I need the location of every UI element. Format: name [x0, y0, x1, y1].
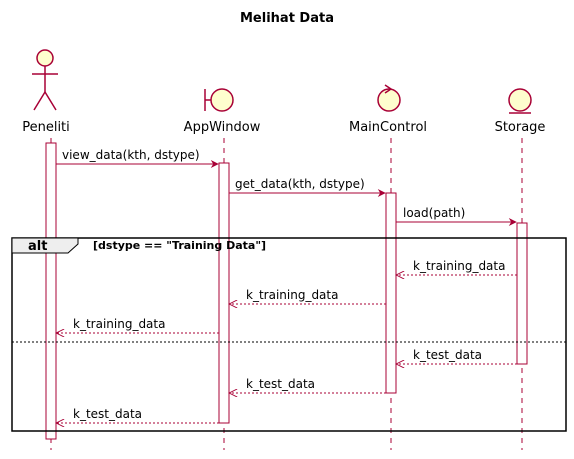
return-label: k_training_data: [246, 288, 338, 302]
actor-icon: [32, 49, 58, 111]
alt-fragment-tab: [11, 237, 79, 254]
participant-storage-label: Storage: [495, 120, 546, 135]
participant-appwindow-label: AppWindow: [184, 120, 261, 135]
activation-maincontrol: [385, 192, 397, 394]
return-label: k_training_data: [413, 259, 505, 273]
participant-maincontrol-label: MainControl: [349, 120, 427, 135]
participant-peneliti-label: Peneliti: [22, 120, 70, 135]
alt-guard: [dstype == "Training Data"]: [93, 239, 266, 252]
return-label: k_training_data: [73, 317, 165, 331]
activation-appwindow: [218, 162, 230, 424]
control-icon: [377, 84, 401, 112]
diagram-title: Melihat Data: [240, 11, 334, 26]
boundary-icon: [204, 88, 234, 112]
alt-keyword: alt: [28, 239, 47, 254]
message-label: get_data(kth, dstype): [235, 177, 365, 191]
entity-icon: [508, 88, 532, 114]
alt-fragment-frame: [11, 237, 567, 432]
return-label: k_test_data: [73, 407, 142, 421]
message-label: view_data(kth, dstype): [62, 148, 200, 162]
return-label: k_test_data: [413, 348, 482, 362]
activation-storage: [516, 222, 528, 365]
return-label: k_test_data: [246, 377, 315, 391]
activation-peneliti: [45, 142, 57, 440]
message-label: load(path): [403, 206, 465, 220]
